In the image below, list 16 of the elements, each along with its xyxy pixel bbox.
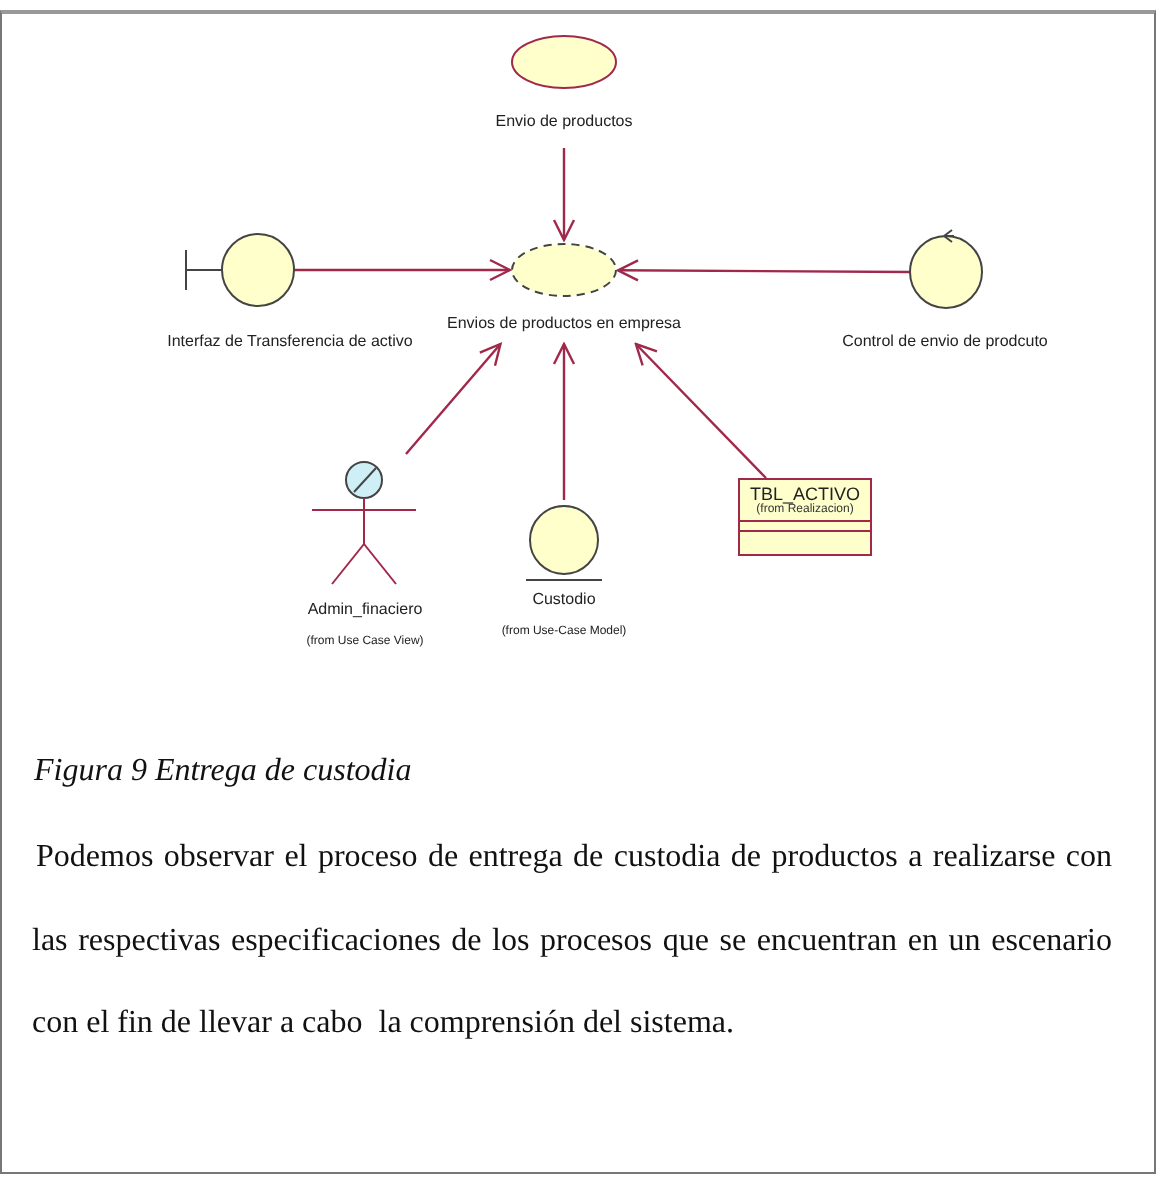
node-label: Interfaz de Transferencia de activo — [165, 332, 415, 350]
arrow — [294, 258, 512, 282]
arrow — [552, 148, 576, 242]
node-label: Custodio — [530, 590, 598, 608]
class-box — [738, 478, 872, 556]
node-label: Control de envio de prodcuto — [840, 332, 1050, 350]
arrow — [634, 342, 767, 479]
paragraph: Podemos observar el proceso de entrega de custodia de productos a realizarse con las respectivas especificaciones de los procesos que se encuentran en un escenario con el fin de llevar a cabo la comprensión del sistema. — [32, 838, 1112, 1044]
node-label: Admin_finaciero — [305, 600, 425, 618]
arrow — [405, 342, 502, 455]
figure-caption: Figura 9 Entrega de custodia — [34, 754, 412, 790]
node-label: Envios de productos en empresa — [445, 314, 683, 332]
node-label: Envio de productos — [493, 112, 635, 130]
arrow — [552, 342, 576, 500]
class-name: TBL_ACTIVO — [749, 484, 860, 504]
arrow — [616, 259, 910, 282]
